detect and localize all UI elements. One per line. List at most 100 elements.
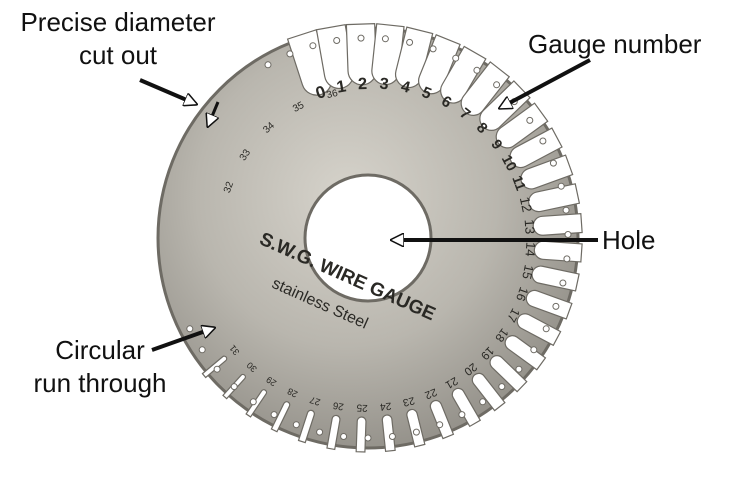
callout-circular-line1: Circular: [55, 335, 145, 365]
callout-hole: Hole: [602, 224, 655, 257]
gauge-number-label: 15: [519, 264, 537, 281]
gauge-slot: [471, 372, 506, 412]
gauge-slot: [520, 154, 574, 190]
gauge-number-label: 21: [443, 374, 460, 391]
callout-precise-diameter: Precise diameter cut out: [0, 6, 236, 72]
gauge-pinhole: [563, 255, 571, 263]
gauge-slot: [406, 408, 426, 448]
precise-diameter-arrow: [139, 78, 196, 104]
gauge-slot: [533, 240, 583, 263]
circular-run-arrow: [151, 328, 214, 352]
gauge-pinhole: [186, 325, 194, 333]
gauge-slot: [525, 289, 573, 320]
inner-gauge-number-label: 36: [326, 88, 340, 101]
gauge-pinhole: [198, 346, 206, 354]
gauge-pinhole: [493, 81, 501, 89]
gauge-slot: [270, 401, 291, 433]
gauge-number-label: 10: [498, 153, 520, 175]
gauge-pinhole: [562, 206, 570, 214]
gauge-pinhole: [364, 434, 372, 442]
gauge-slot: [429, 400, 455, 440]
gauge-slot: [504, 335, 547, 371]
gauge-pinhole: [559, 279, 567, 287]
gauge-pinhole: [498, 383, 506, 391]
callout-arrows: [139, 58, 598, 352]
gauge-pinhole: [557, 182, 565, 190]
gauge-slot: [355, 416, 367, 453]
gauge-number-label: 25: [356, 402, 368, 413]
gauge-pinhole: [552, 302, 560, 310]
gauge-number-label: 31: [227, 343, 241, 357]
gauge-slot: [495, 102, 549, 149]
gauge-pinhole: [526, 116, 534, 124]
gauge-pinhole: [412, 428, 420, 436]
inner-gauge-number-label: 35: [291, 100, 306, 115]
callout-circular-run: Circular run through: [20, 334, 180, 400]
gauge-pinhole: [515, 365, 523, 373]
gauge-pinhole: [286, 50, 294, 58]
gauge-number-label: 29: [264, 374, 278, 388]
gauge-slot: [532, 212, 583, 236]
gauge-pinhole: [264, 61, 272, 69]
gauge-slot: [297, 409, 315, 444]
gauge-slot: [489, 355, 528, 393]
callout-precise-line2: cut out: [78, 40, 158, 70]
gauge-number-label: 26: [332, 399, 345, 412]
gauge-slot: [326, 414, 341, 451]
gauge-number-label: 4: [399, 78, 412, 97]
callout-gauge-number-label: Gauge number: [528, 29, 702, 59]
callout-hole-label: Hole: [602, 225, 656, 255]
gauge-number-label: 19: [478, 344, 496, 362]
gauge-pinhole: [452, 54, 460, 62]
gauge-pinhole: [436, 421, 444, 429]
gauge-slot: [528, 183, 581, 213]
gauge-slot: [460, 61, 511, 116]
callout-gauge-number: Gauge number: [528, 28, 701, 61]
gauge-number-label: 24: [379, 400, 392, 412]
gauge-slot: [509, 127, 563, 169]
gauge-slot: [531, 265, 580, 292]
gauge-pinhole: [292, 421, 300, 429]
gauge-pinholes: [186, 34, 572, 442]
gauge-number-label: 3: [379, 75, 390, 94]
gauge-pinhole: [539, 137, 547, 145]
gauge-number-label: 13: [522, 219, 538, 235]
gauge-number-label: 22: [423, 386, 439, 402]
gauge-number-label: 1: [335, 76, 347, 96]
gauge-pinhole: [388, 433, 396, 440]
precise-diameter-arrow-2: [208, 101, 220, 126]
gauge-slot: [516, 313, 562, 347]
gauge-slot: [451, 387, 482, 428]
gauge-pinhole: [564, 231, 572, 238]
gauge-pinhole: [213, 365, 221, 373]
gauge-number-arrow: [500, 58, 591, 110]
gauge-pinhole: [549, 159, 557, 167]
callout-circular-line2: run through: [33, 368, 167, 398]
gauge-pinhole: [530, 346, 538, 354]
gauge-pinhole: [333, 37, 341, 44]
gauge-pinhole: [340, 433, 348, 440]
gauge-number-label: 11: [509, 173, 529, 193]
gauge-pinhole: [270, 411, 278, 419]
gauge-number-label: 27: [308, 395, 321, 409]
gauge-pinhole: [429, 45, 437, 53]
gauge-number-label: 23: [401, 394, 415, 409]
gauge-number-label: 14: [522, 242, 538, 258]
gauge-number-label: 12: [517, 196, 535, 214]
gauge-pinhole: [230, 383, 238, 391]
gauge-pinhole: [316, 428, 324, 436]
gauge-pinhole: [249, 398, 257, 406]
gauge-pinhole: [406, 38, 414, 46]
gauge-pinhole: [479, 398, 487, 406]
gauge-pinhole: [381, 35, 389, 43]
gauge-pinhole: [458, 411, 466, 419]
gauge-number-label: 17: [504, 306, 523, 325]
gauge-number-label: 16: [513, 285, 531, 303]
gauge-pinhole: [309, 42, 317, 50]
gauge-number-label: 2: [358, 75, 368, 93]
gauge-pinhole: [357, 34, 365, 42]
gauge-pinhole: [542, 325, 550, 333]
gauge-slot: [381, 414, 396, 452]
